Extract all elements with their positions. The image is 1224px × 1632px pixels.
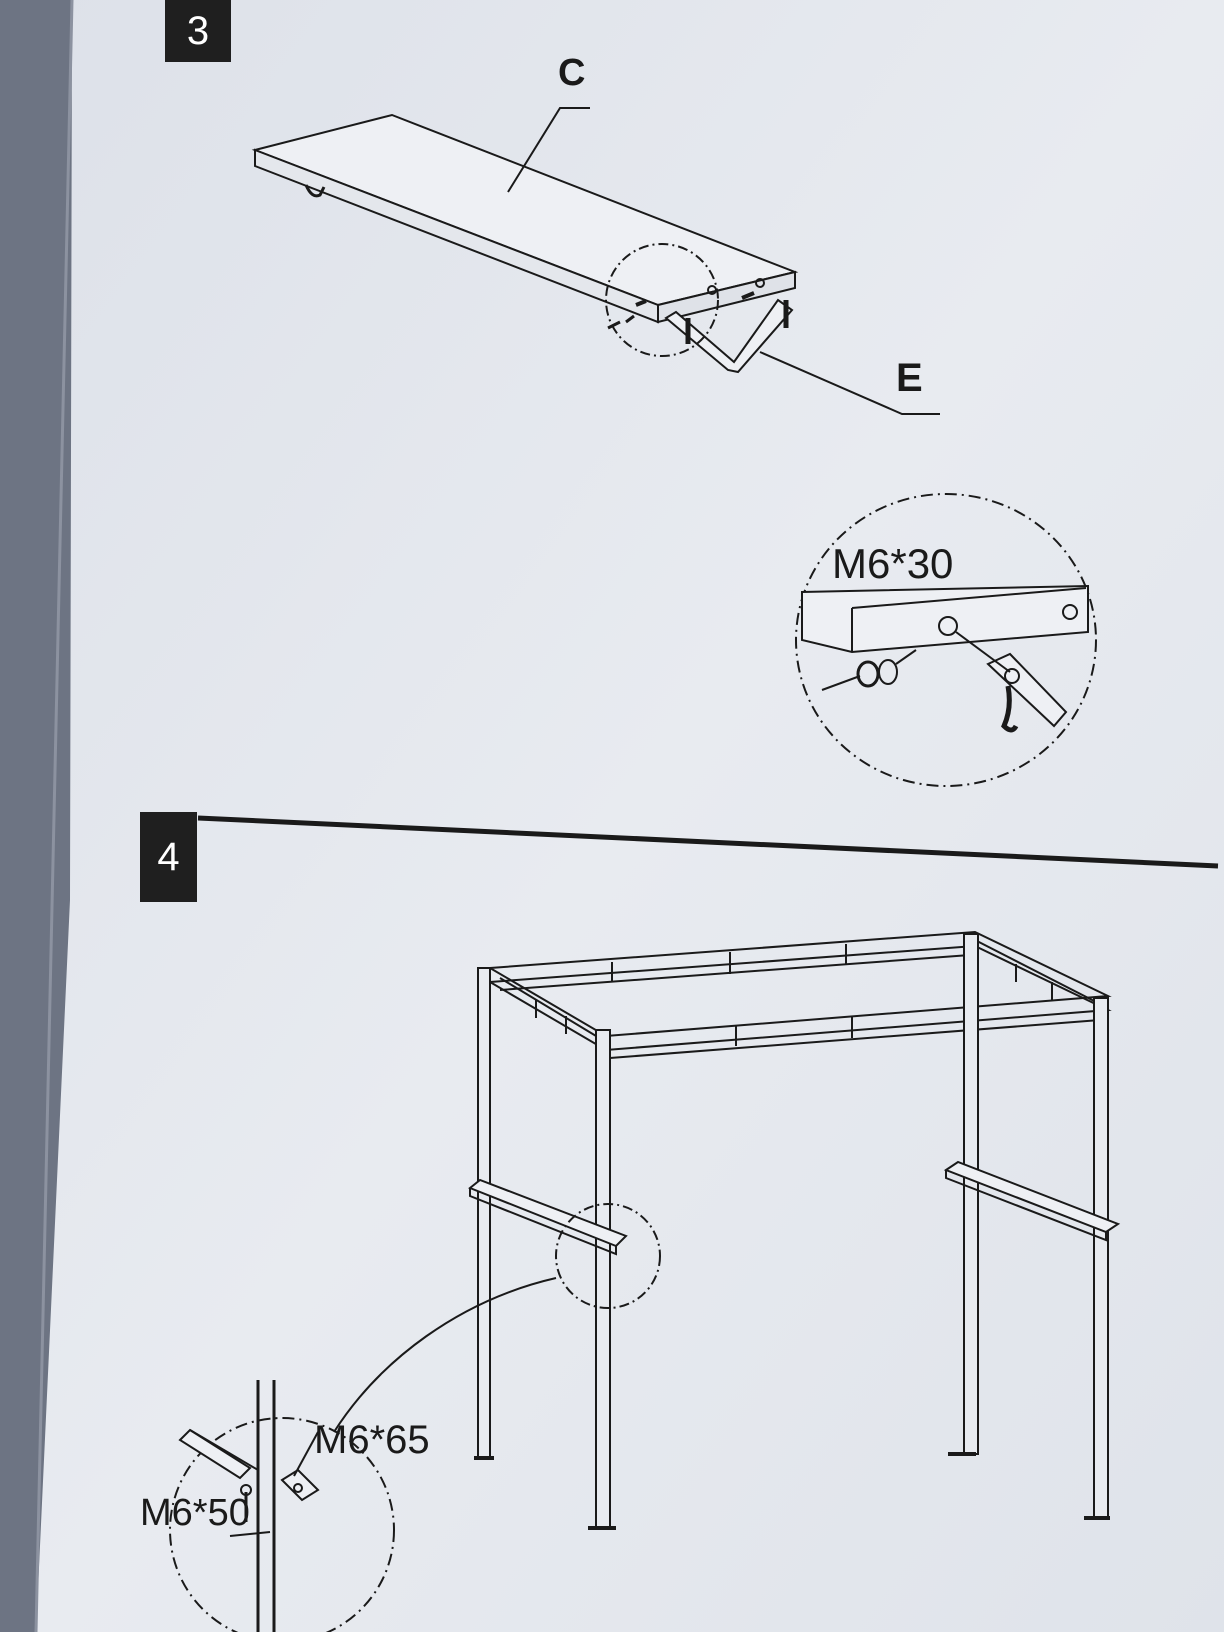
step3-drawing bbox=[251, 107, 940, 415]
step-number-3: 3 bbox=[165, 0, 231, 62]
bolt-label-m6x30: M6*30 bbox=[832, 540, 954, 587]
step3-detail bbox=[795, 493, 1097, 787]
paper-sheet bbox=[36, 0, 1224, 1632]
step4-gazebo-frame bbox=[169, 930, 1121, 1632]
part-label-e: E bbox=[896, 356, 923, 400]
step-number-4: 4 bbox=[140, 812, 197, 902]
part-label-c: C bbox=[558, 52, 586, 94]
section-divider bbox=[197, 815, 1219, 869]
bolt-label-m6x65: M6*65 bbox=[314, 1418, 430, 1462]
bolt-label-m6x50: M6*50 bbox=[140, 1492, 250, 1534]
